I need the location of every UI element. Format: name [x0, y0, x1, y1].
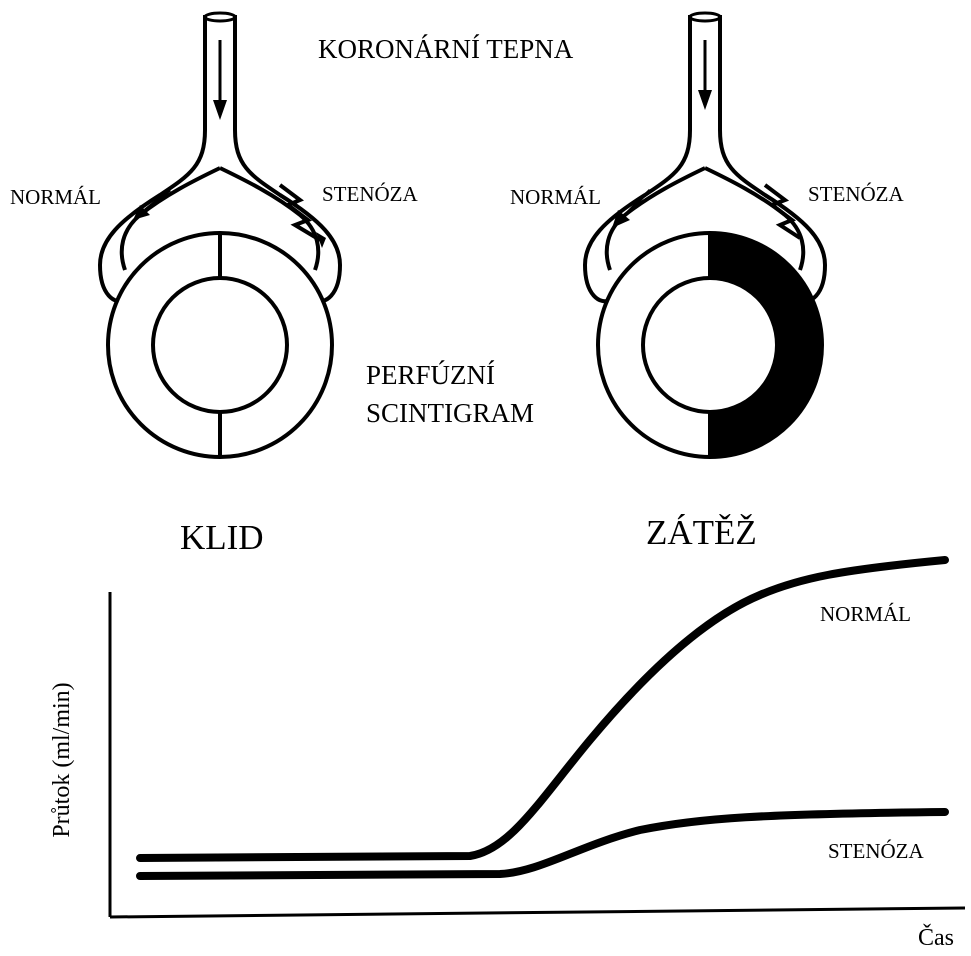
panel-stress — [585, 13, 825, 457]
right-normal-label: NORMÁL — [510, 187, 601, 208]
x-axis — [110, 908, 965, 917]
left-normal-label: NORMÁL — [10, 187, 101, 208]
scintigram-ring-inner — [153, 278, 287, 412]
panel-rest — [100, 13, 340, 457]
y-axis-label: Průtok (ml/min) — [50, 682, 74, 837]
left-stenosis-label: STENÓZA — [322, 184, 418, 205]
scintigram-ring-inner — [643, 278, 777, 412]
state-stress-label: ZÁTĚŽ — [646, 515, 757, 550]
artery-label: KORONÁRNÍ TEPNA — [318, 36, 573, 63]
x-axis-label: Čas — [918, 926, 954, 950]
curve-stenosis — [140, 812, 945, 876]
right-stenosis-label: STENÓZA — [808, 184, 904, 205]
curve-stenosis-label: STENÓZA — [828, 841, 924, 862]
scintigram-label-line2: SCINTIGRAM — [366, 400, 534, 427]
state-rest-label: KLID — [180, 520, 264, 555]
curve-normal-label: NORMÁL — [820, 604, 911, 625]
scintigram-label-line1: PERFÚZNÍ — [366, 362, 495, 389]
stenosis-mark — [765, 185, 800, 238]
